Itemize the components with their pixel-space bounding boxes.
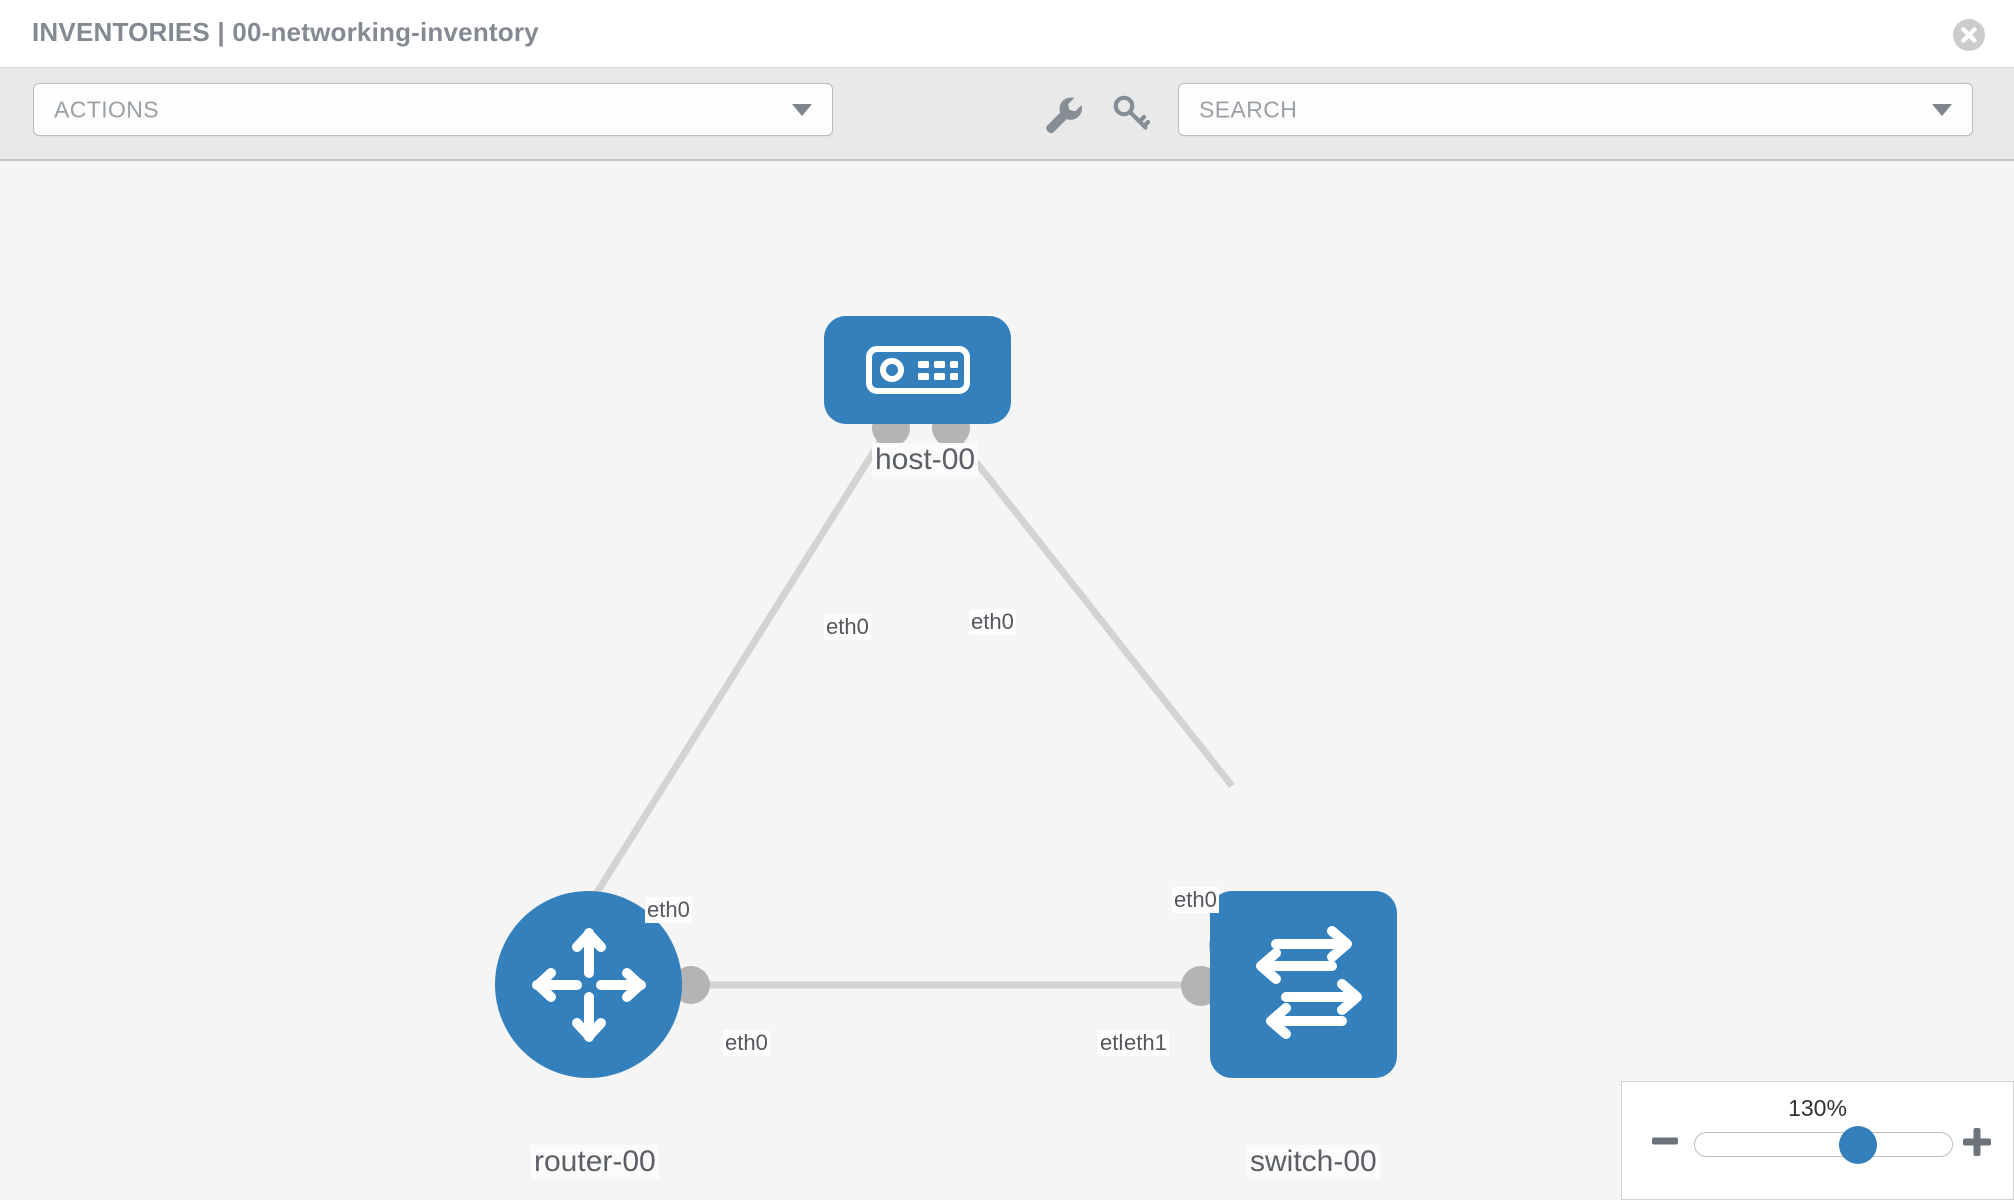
- node-label-router-00: router-00: [531, 1145, 659, 1179]
- node-host-00[interactable]: [824, 316, 1011, 424]
- actions-dropdown-label: ACTIONS: [54, 96, 160, 122]
- iface-label-host00-eth0-right: eth0: [969, 609, 1016, 635]
- minus-icon: [1652, 1137, 1678, 1145]
- node-host-00-shape[interactable]: [824, 316, 1011, 424]
- node-label-switch-00: switch-00: [1247, 1145, 1380, 1179]
- page-title: INVENTORIES | 00-networking-inventory: [32, 17, 539, 47]
- chevron-down-icon: [792, 103, 812, 116]
- chevron-down-icon: [1932, 103, 1952, 116]
- iface-label-switch00-eth0-uplink: eth0: [1172, 887, 1219, 913]
- zoom-slider-track[interactable]: [1694, 1126, 1953, 1164]
- topology-canvas[interactable]: host-00: [0, 161, 2014, 1200]
- topology-graph: host-00: [0, 161, 2014, 1200]
- plus-icon: [1963, 1128, 1991, 1156]
- zoom-in-button[interactable]: [1961, 1126, 1993, 1163]
- server-appliance-icon: [865, 346, 970, 394]
- close-icon[interactable]: [1952, 18, 1986, 52]
- zoom-level-value: 130%: [1788, 1095, 1847, 1121]
- link-host00-router00: [593, 427, 891, 896]
- node-switch-00-shape[interactable]: [1210, 891, 1397, 1078]
- iface-label-router00-eth0-uplink: eth0: [645, 897, 692, 923]
- wrench-icon[interactable]: [1041, 92, 1083, 134]
- node-router-00-shape[interactable]: [495, 891, 682, 1078]
- topology-links: [593, 426, 1235, 989]
- search-input-placeholder: SEARCH: [1199, 96, 1298, 122]
- iface-label-router00-eth0: eth0: [723, 1030, 770, 1056]
- iface-label-switch00-eth1: eth1: [1122, 1030, 1169, 1056]
- zoom-out-button[interactable]: [1650, 1126, 1680, 1161]
- node-switch-00[interactable]: [1210, 891, 1397, 1078]
- node-router-00[interactable]: [495, 891, 682, 1078]
- header-bar: INVENTORIES | 00-networking-inventory: [0, 0, 2014, 68]
- iface-label-host00-eth0-left: eth0: [824, 614, 871, 640]
- key-icon[interactable]: [1110, 92, 1152, 134]
- search-dropdown[interactable]: SEARCH: [1178, 83, 1973, 136]
- node-label-host-00: host-00: [872, 443, 979, 477]
- zoom-control-panel: 130%: [1621, 1081, 2014, 1200]
- zoom-slider-thumb[interactable]: [1838, 1126, 1877, 1164]
- router-arrows-icon: [531, 927, 646, 1042]
- switch-arrows-icon: [1255, 925, 1362, 1039]
- actions-dropdown[interactable]: ACTIONS: [33, 83, 833, 136]
- link-host00-switch00: [947, 426, 1235, 789]
